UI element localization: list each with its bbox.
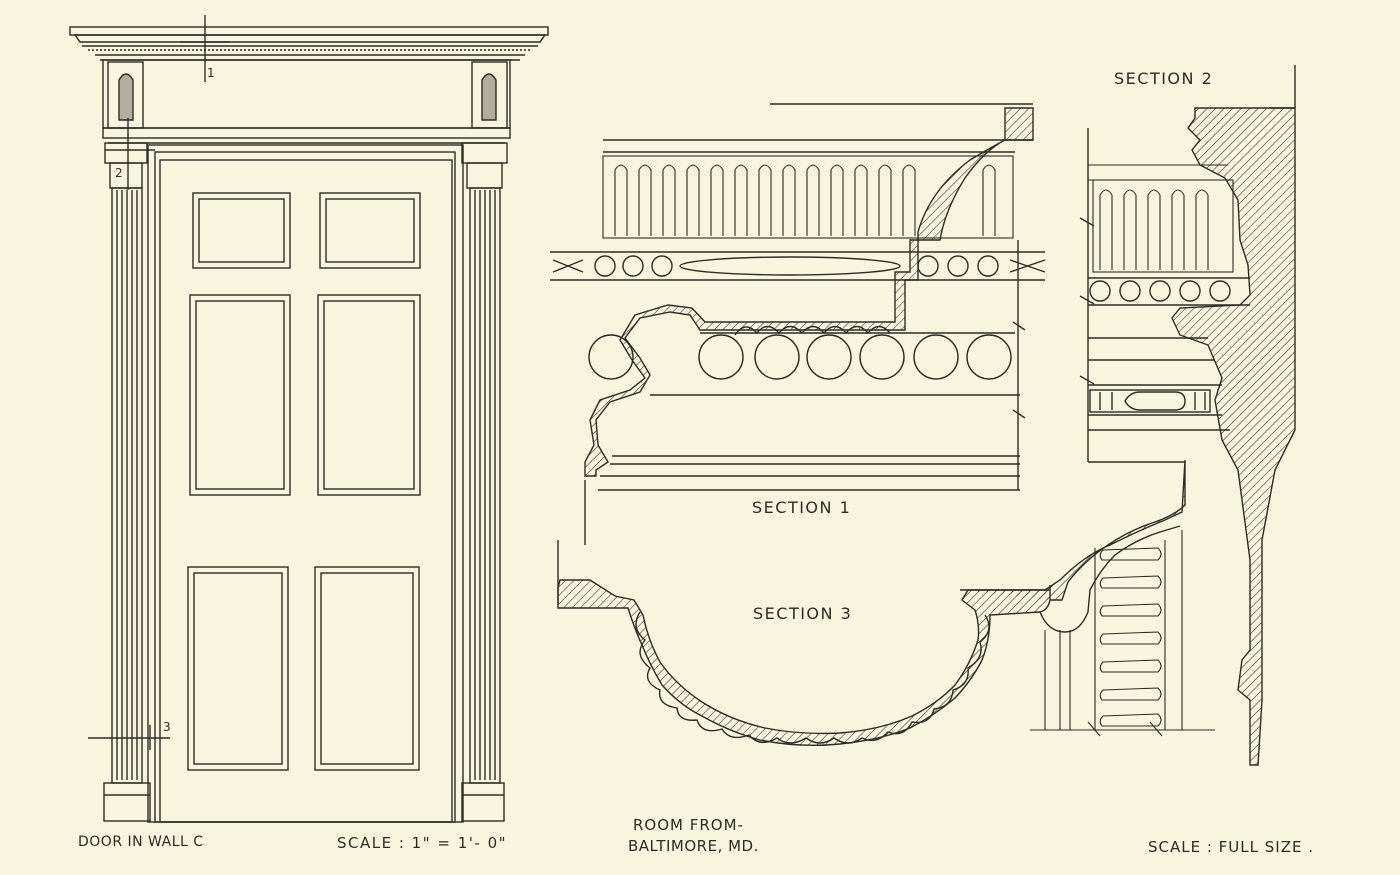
door-scale: SCALE : 1" = 1'- 0" — [337, 834, 508, 852]
section-1-label: SECTION 1 — [752, 498, 852, 517]
door-architrave — [102, 127, 511, 144]
section-marker-1: 1 — [207, 66, 215, 80]
section-3-label: SECTION 3 — [753, 604, 853, 623]
room-origin-line-1: ROOM FROM- — [633, 816, 744, 834]
section-3-drawing — [557, 459, 1215, 747]
section-1-egg-row — [588, 325, 1015, 380]
section-1-drawing — [550, 103, 1046, 545]
full-size-scale: SCALE : FULL SIZE . — [1148, 838, 1315, 856]
section-1-beads — [550, 251, 1046, 281]
right-pilaster — [461, 142, 508, 822]
left-pilaster — [103, 142, 151, 822]
door-cornice — [69, 26, 549, 61]
section-2-flutes — [1088, 164, 1234, 273]
door-elevation — [69, 15, 549, 823]
section-1-flutes — [602, 155, 1014, 239]
section-3-right-flutes — [1030, 530, 1215, 737]
door-panels — [187, 192, 421, 771]
door-caption: DOOR IN WALL C — [78, 834, 204, 850]
door-frieze — [102, 59, 511, 129]
section-2-label: SECTION 2 — [1114, 69, 1214, 88]
section-2-beads — [1088, 277, 1250, 306]
room-origin-line-2: BALTIMORE, MD. — [628, 837, 759, 855]
section-3-scallops — [635, 611, 990, 744]
section-cut-lines — [88, 15, 230, 750]
section-marker-2: 2 — [115, 166, 123, 180]
section-2-drawing — [1079, 65, 1296, 766]
section-marker-3: 3 — [163, 720, 171, 734]
door-frame — [147, 144, 464, 823]
